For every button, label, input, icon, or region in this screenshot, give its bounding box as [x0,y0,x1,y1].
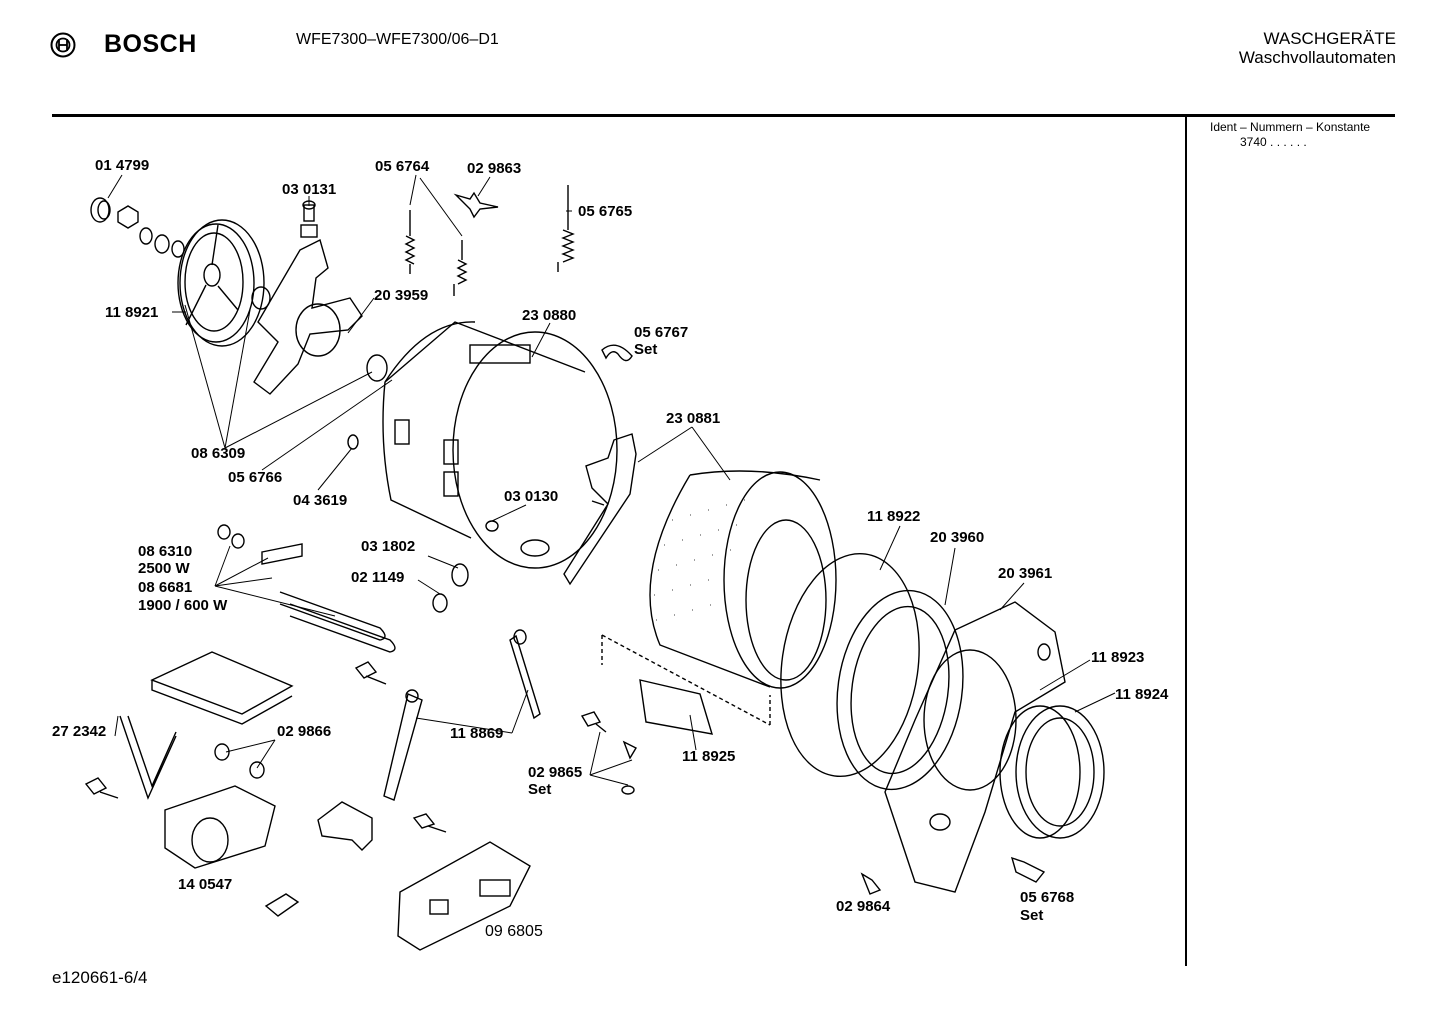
drum-holes [654,499,745,621]
part-label-203960: 20 3960 [930,529,985,546]
part-label-029866: 02 9866 [277,723,332,740]
model-number: WFE7300–WFE7300/06–D1 [296,31,499,48]
sidebar-divider [1185,116,1187,966]
part-label-140547: 14 0547 [178,876,233,893]
category-subtitle: Waschvollautomaten [1238,48,1396,67]
heater-drawing [217,524,469,653]
part-label-056766: 05 6766 [228,469,283,486]
part-label-014799: 01 4799 [95,157,150,174]
small-bracket-drawing [317,801,373,851]
part-label-029865-set: Set [528,781,552,798]
inner-drum-drawing [649,470,837,689]
screws-drawing [84,661,1046,895]
part-label-030131: 03 0131 [282,181,337,198]
part-label-056768: 05 6768 [1020,889,1075,906]
cover-plate-drawing [601,634,771,735]
drum-spider-drawing [563,433,637,586]
brand-name: BOSCH [104,30,197,58]
part-label-118925: 11 8925 [682,748,736,765]
heater-bracket-drawing [150,651,294,725]
clamp-056767-drawing [601,344,633,362]
part-label-2500w: 2500 W [138,560,190,577]
part-label-230880: 23 0880 [522,307,577,324]
part-label-029863: 02 9863 [467,160,522,177]
part-label-031802: 03 1802 [361,538,416,555]
part-label-029864: 02 9864 [836,898,891,915]
door-ring-118924-drawing [1015,705,1105,839]
bosch-logo-icon [50,32,76,58]
ring-203960-drawing [836,589,964,791]
part-label-056767: 05 6767 [634,324,689,341]
part-label-056764: 05 6764 [375,158,430,175]
part-014799-drawing [90,197,185,258]
category-title: WASCHGERÄTE [1263,29,1396,48]
part-label-1900-600w: 1900 / 600 W [138,597,228,614]
part-label-118922: 11 8922 [867,508,921,525]
belt-drawing [119,715,177,800]
part-label-118921: 11 8921 [105,304,159,321]
seal-118922-drawing [780,552,920,778]
drum-cross-drawing [253,224,363,395]
part-label-118923: 11 8923 [1091,649,1145,666]
part-label-203961: 20 3961 [998,565,1053,582]
part-label-056768-set: Set [1020,907,1044,924]
part-label-043619: 04 3619 [293,492,348,509]
motor-drawing [164,785,276,869]
part-label-056767-set: Set [634,341,658,358]
seal-056766-drawing [366,354,388,382]
part-label-086681: 08 6681 [138,579,193,596]
part-label-118924: 11 8924 [1115,686,1169,703]
drawing-code: e120661-6/4 [52,968,148,987]
tub-drawing [382,321,618,569]
part-label-029865: 02 9865 [528,764,583,781]
part-label-086310: 08 6310 [138,543,193,560]
pulley-drawing [177,219,271,347]
shock-absorbers-drawing [383,629,541,801]
ring-043619-drawing [347,434,359,450]
bolt-030131-drawing [302,200,316,222]
corner-bracket-drawing [264,893,300,917]
ident-label: Ident – Nummern – Konstante [1210,120,1371,134]
part-label-021149: 02 1149 [351,569,405,586]
part-label-096805: 09 6805 [485,923,543,940]
part-label-118869: 11 8869 [450,725,504,742]
ident-value: 3740 . . . . . . [1240,135,1307,149]
part-label-056765: 05 6765 [578,203,633,220]
part-label-272342: 27 2342 [52,723,107,740]
part-label-230881: 23 0881 [666,410,721,427]
part-label-030130: 03 0130 [504,488,559,505]
header-divider [52,114,1395,117]
leader-lines [107,174,1116,786]
clip-029863-drawing [453,191,499,219]
springs-drawing [404,185,575,296]
front-panel-drawing [884,601,1066,893]
control-module-drawing [397,841,531,951]
part-label-086309: 08 6309 [191,445,246,462]
part-label-203959: 20 3959 [374,287,429,304]
